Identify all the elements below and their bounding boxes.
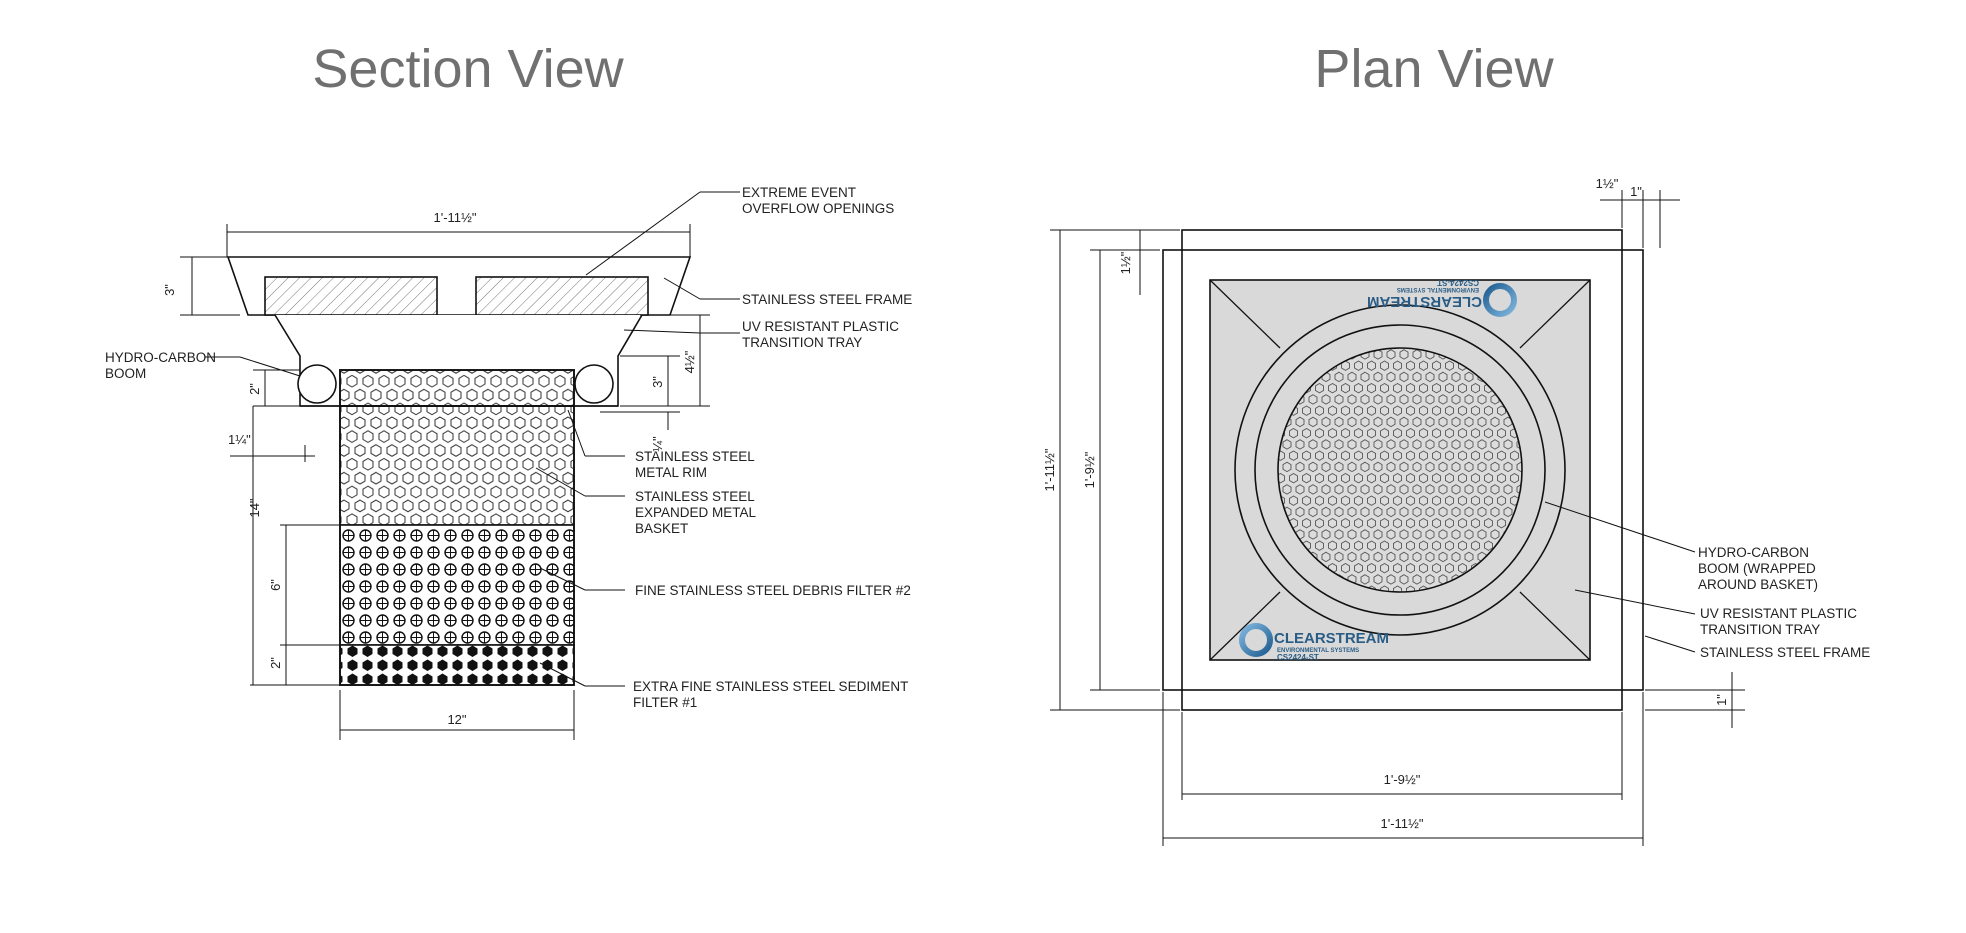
- dim-filter1-height: 2": [268, 657, 283, 669]
- section-view-title: Section View: [312, 39, 624, 99]
- plan-dim-outer-height: 1'-11½": [1042, 448, 1057, 491]
- logo-name: CLEARSTREAM: [1274, 630, 1389, 647]
- label-filter-1-line-2: FILTER #1: [633, 695, 697, 710]
- dim-filter2-height: 6": [268, 579, 283, 591]
- plan-dimensions: [1050, 190, 1745, 846]
- section-filter-2: [339, 524, 575, 646]
- section-filter-1: [339, 644, 575, 686]
- dim-tray-total: 4½": [682, 350, 697, 373]
- plan-dim-inner-width: 1'-9½": [1384, 772, 1421, 787]
- section-labels: EXTREME EVENT OVERFLOW OPENINGS STAINLES…: [105, 185, 912, 710]
- label-basket-1: STAINLESS STEEL: [635, 489, 755, 504]
- section-dim-text: 1'-11½" 3" 2" 3" 4½" ¼" 1¼" 14" 6" 2" 12…: [162, 210, 697, 727]
- dim-boom-height: 2": [247, 383, 262, 395]
- label-filter-2: FINE STAINLESS STEEL DEBRIS FILTER #2: [635, 583, 911, 598]
- plan-logo-top: CLEARSTREAM ENVIRONMENTAL SYSTEMS CS2424…: [1367, 278, 1517, 317]
- plan-logo-bottom: CLEARSTREAM ENVIRONMENTAL SYSTEMS CS2424…: [1239, 623, 1389, 662]
- section-basket: [339, 369, 575, 526]
- plan-leaders: [1544, 501, 1696, 653]
- plan-labels: HYDRO-CARBON BOOM (WRAPPED AROUND BASKET…: [1698, 545, 1870, 660]
- logo-model: CS2424-ST: [1277, 653, 1319, 662]
- dim-rim: ¼": [650, 436, 665, 452]
- dim-bottom-width: 12": [447, 712, 466, 727]
- label-basket-2: EXPANDED METAL: [635, 505, 757, 520]
- plan-dim-inner-height: 1'-9½": [1082, 451, 1097, 488]
- plan-dim-top-half: 1½": [1596, 176, 1619, 191]
- plan-dim-outer-width: 1'-11½": [1381, 816, 1424, 831]
- plan-label-boom-1: HYDRO-CARBON: [1698, 545, 1809, 560]
- label-rim-1: STAINLESS STEEL: [635, 449, 755, 464]
- plan-dim-right-one: 1": [1714, 694, 1729, 706]
- plan-label-tray-1: UV RESISTANT PLASTIC: [1700, 606, 1857, 621]
- label-rim-2: METAL RIM: [635, 465, 707, 480]
- label-boom-2: BOOM: [105, 366, 146, 381]
- plan-inner-frame: [1181, 229, 1623, 711]
- plan-view-title: Plan View: [1314, 39, 1554, 99]
- logo-tagline: ENVIRONMENTAL SYSTEMS: [1397, 286, 1479, 292]
- plan-label-frame: STAINLESS STEEL FRAME: [1700, 645, 1870, 660]
- label-overflow-1: EXTREME EVENT: [742, 185, 856, 200]
- label-tray-1: UV RESISTANT PLASTIC: [742, 319, 899, 334]
- dim-top-width: 1'-11½": [434, 210, 477, 225]
- plan-label-tray-2: TRANSITION TRAY: [1700, 622, 1820, 637]
- plan-dim-left-half: 1½": [1118, 251, 1133, 274]
- logo-model: CS2424-ST: [1437, 278, 1479, 287]
- section-grate-right: [475, 276, 649, 316]
- dim-frame-height: 3": [162, 284, 177, 296]
- plan-dim-text: 1½" 1" 1½" 1'-11½" 1'-9½" 1" 1'-9½" 1'-1…: [1042, 176, 1729, 831]
- label-tray-2: TRANSITION TRAY: [742, 335, 862, 350]
- plan-basket: [1277, 347, 1523, 593]
- label-basket-3: BASKET: [635, 521, 688, 536]
- label-overflow-2: OVERFLOW OPENINGS: [742, 201, 894, 216]
- clearstream-logo-icon: [1483, 283, 1517, 317]
- label-frame: STAINLESS STEEL FRAME: [742, 292, 912, 307]
- label-filter-1-line-1: EXTRA FINE STAINLESS STEEL SEDIMENT: [633, 679, 908, 694]
- dim-basket-height: 14": [247, 498, 262, 517]
- plan-label-boom-2: BOOM (WRAPPED: [1698, 561, 1816, 576]
- logo-tagline: ENVIRONMENTAL SYSTEMS: [1277, 648, 1359, 654]
- plan-dim-top-one: 1": [1630, 184, 1642, 199]
- dim-tray-height: 3": [650, 376, 665, 388]
- plan-label-boom-3: AROUND BASKET): [1698, 577, 1818, 592]
- section-view-drawing: [226, 256, 692, 686]
- section-leaders: [205, 191, 740, 687]
- label-boom-1: HYDRO-CARBON: [105, 350, 216, 365]
- section-grate-left: [264, 276, 438, 316]
- logo-name: CLEARSTREAM: [1367, 293, 1482, 310]
- plan-view-drawing: [1162, 229, 1644, 711]
- section-dimensions: [180, 224, 710, 740]
- section-boom-left: [297, 364, 337, 404]
- section-boom-right: [574, 364, 614, 404]
- clearstream-logo-icon: [1239, 623, 1273, 657]
- dim-offset: 1¼": [228, 432, 251, 447]
